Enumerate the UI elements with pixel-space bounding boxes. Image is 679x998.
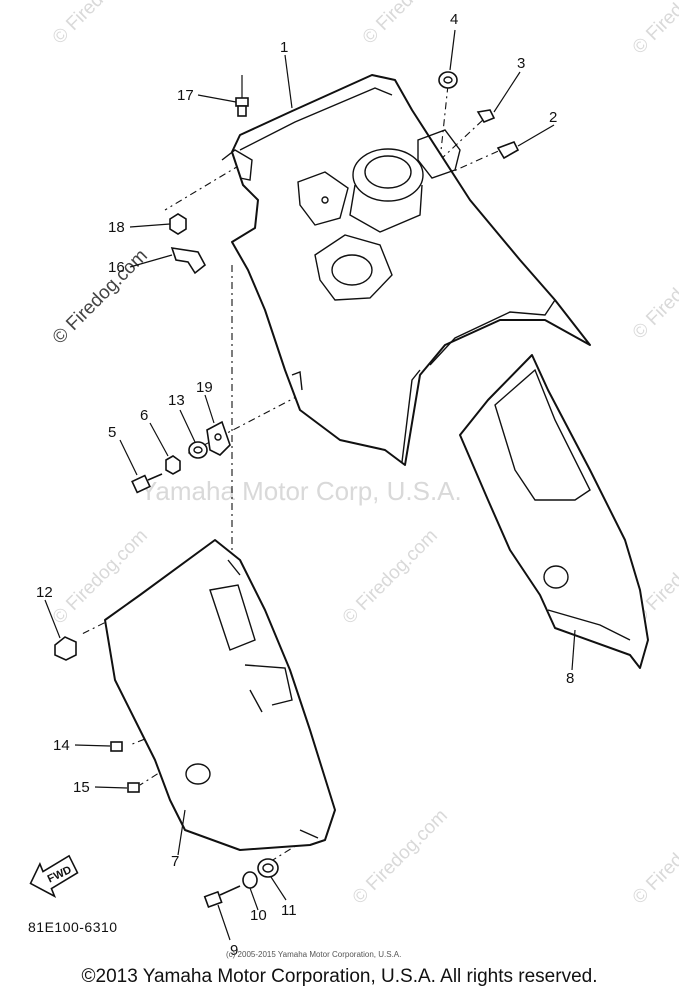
- plug-15: [127, 782, 140, 793]
- rivet-17: [235, 75, 249, 117]
- small-copyright: (c) 2005-2015 Yamaha Motor Corporation, …: [226, 950, 401, 959]
- upper-shroud: [221, 74, 591, 466]
- callout-2: 2: [549, 109, 557, 126]
- callout-17: 17: [177, 87, 194, 104]
- callout-14: 14: [53, 737, 70, 754]
- collar-13: [188, 441, 208, 459]
- screw-12: [54, 636, 77, 661]
- callout-5: 5: [108, 424, 116, 441]
- clip-2: [496, 140, 520, 160]
- callout-18: 18: [108, 219, 125, 236]
- callout-13: 13: [168, 392, 185, 409]
- watermark-site: © Firedog.com: [359, 0, 462, 49]
- watermark-main: Yamaha Motor Corp, U.S.A.: [140, 476, 462, 506]
- watermark-site: © Firedog.com: [629, 0, 679, 59]
- callout-16: 16: [108, 259, 125, 276]
- callout-4: 4: [450, 11, 458, 28]
- callout-7: 7: [171, 853, 179, 870]
- clip-16: [170, 247, 207, 275]
- callout-9: 9: [230, 942, 238, 959]
- grommet-4: [438, 71, 458, 89]
- hardware: [54, 71, 520, 909]
- right-side-cover: [459, 354, 649, 669]
- callout-10: 10: [250, 907, 267, 924]
- bracket-19: [206, 420, 231, 456]
- callout-11: 11: [281, 902, 297, 919]
- watermark-site: © Firedog.com: [629, 805, 679, 908]
- left-side-cover: [104, 539, 336, 851]
- grommet-11: [257, 858, 279, 878]
- watermark-site: © Firedog.com: [629, 240, 679, 343]
- filler-opening: [352, 148, 424, 202]
- callout-15: 15: [73, 779, 90, 796]
- bolt-9: [203, 885, 241, 909]
- callout-3: 3: [517, 55, 525, 72]
- nut-6: [165, 455, 181, 475]
- callout-numbers: 1 2 3 4 5 6 7 8 9 10 11 12 13 14 15 16 1…: [36, 11, 574, 959]
- callout-6: 6: [140, 407, 148, 424]
- forward-arrow: FWD: [29, 854, 79, 898]
- watermark-site: © Firedog.com: [339, 525, 442, 628]
- bolt-5: [131, 473, 163, 494]
- watermark-site: © Firedog.com: [49, 0, 152, 49]
- copyright-caption: ©2013 Yamaha Motor Corporation, U.S.A. A…: [81, 966, 598, 987]
- callout-12: 12: [36, 584, 53, 601]
- right-recess: [417, 129, 461, 179]
- cover-hole: [543, 565, 569, 589]
- washer-10: [242, 871, 258, 889]
- clip-3: [476, 109, 496, 123]
- callout-19: 19: [196, 379, 213, 396]
- callout-1: 1: [280, 39, 288, 56]
- nut-18: [169, 213, 187, 235]
- plug-14: [110, 741, 123, 752]
- watermark-site-left: © Firedog.com: [49, 245, 152, 348]
- diagram-code: 81E100-6310: [28, 919, 118, 935]
- lower-recess: [314, 234, 393, 301]
- left-recess: [297, 171, 349, 226]
- watermark-site: © Firedog.com: [349, 805, 452, 908]
- callout-8: 8: [566, 670, 574, 687]
- leader-lines: [44, 29, 576, 941]
